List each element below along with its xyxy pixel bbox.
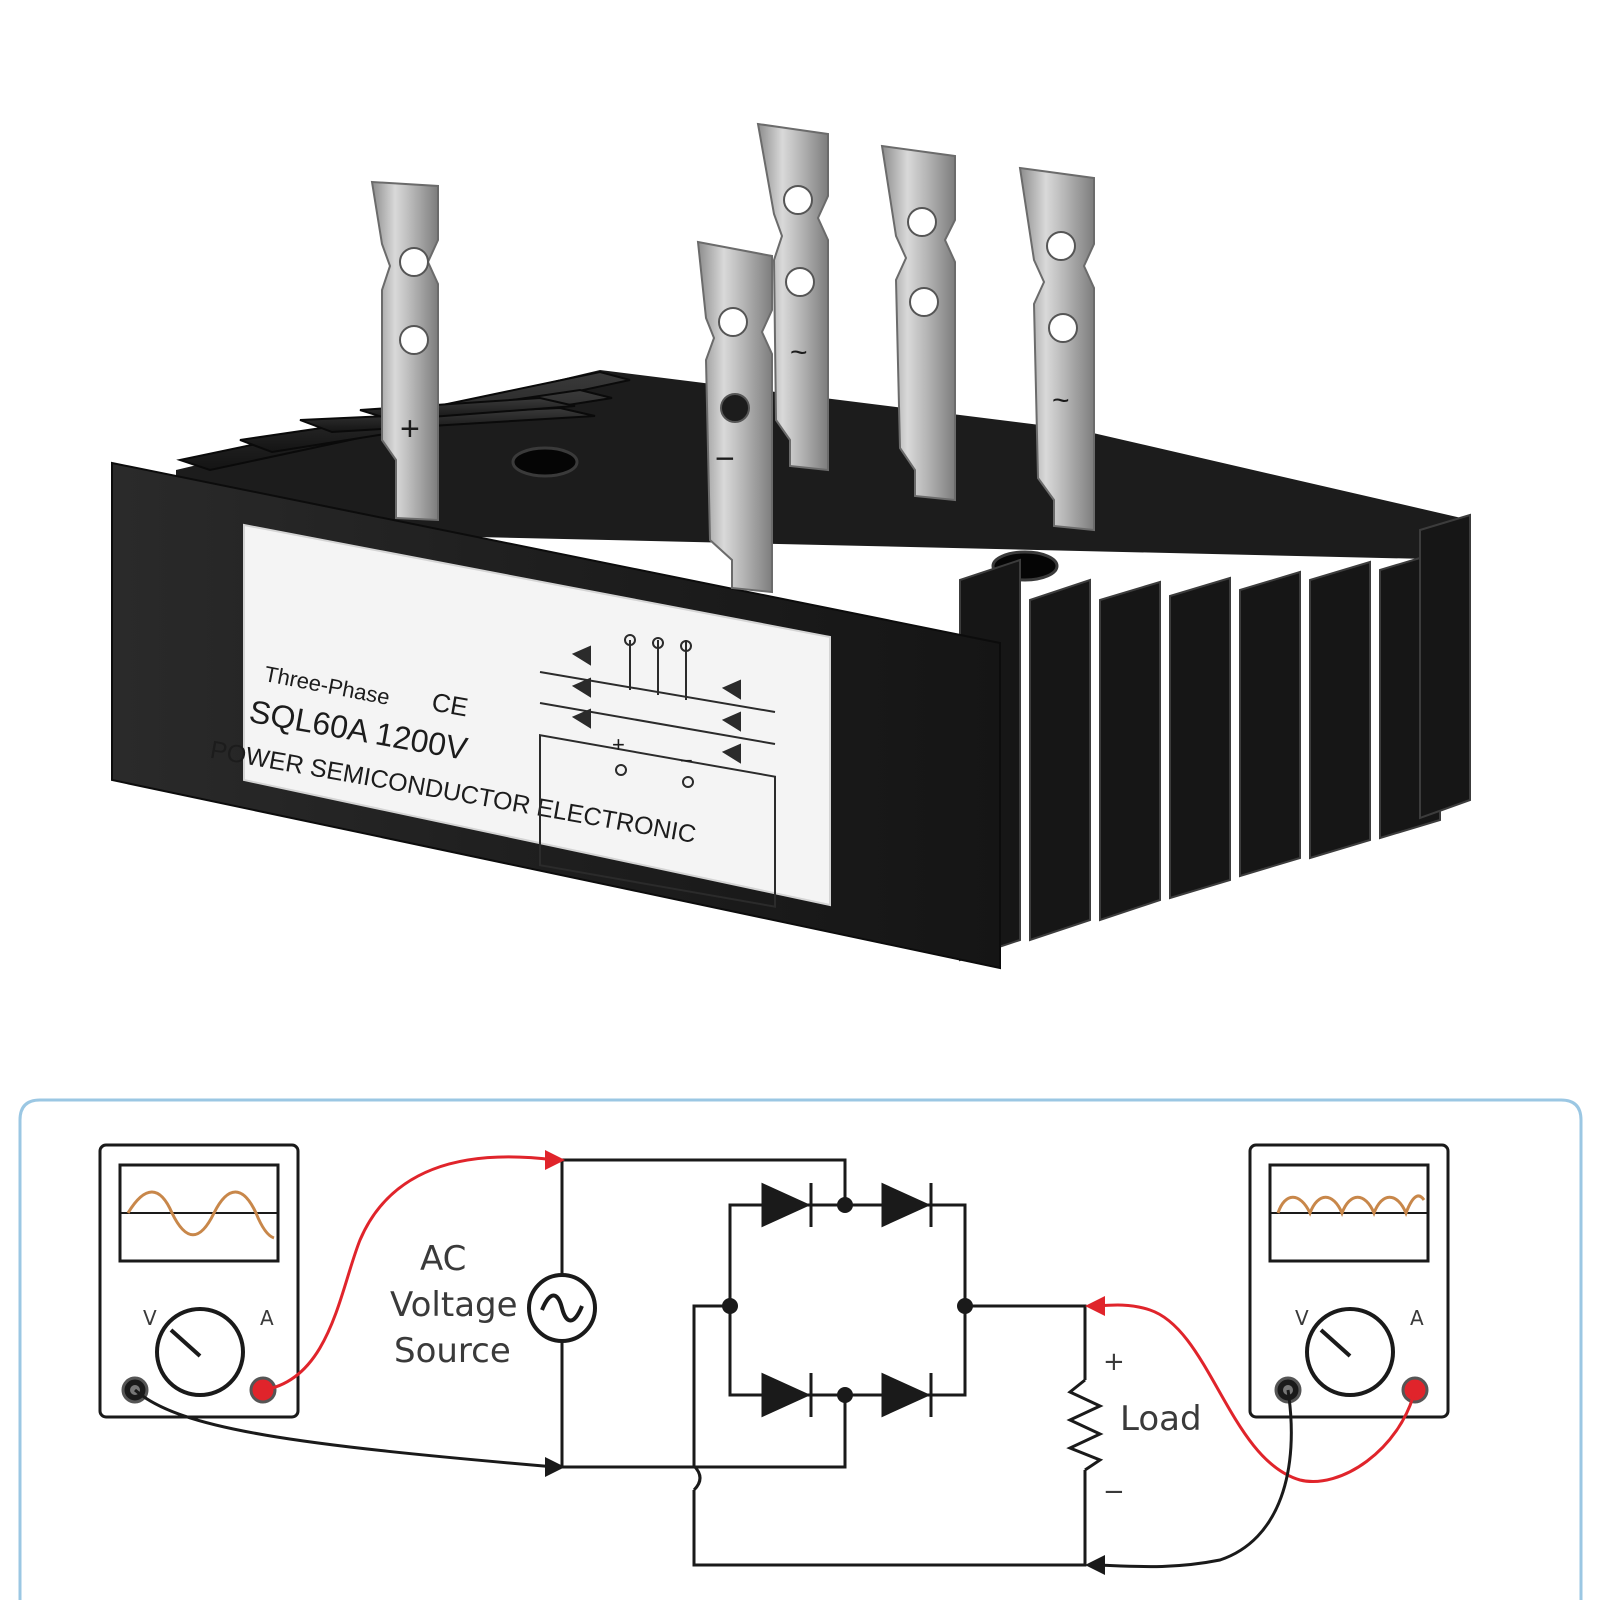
load-resistor bbox=[1066, 1378, 1104, 1472]
probe-left-black bbox=[134, 1388, 556, 1469]
probe-right-black bbox=[1094, 1389, 1293, 1569]
ac-source-label-line2: Voltage bbox=[390, 1285, 518, 1325]
meter-left-needle bbox=[169, 1328, 202, 1358]
meter-left: V A bbox=[98, 1143, 300, 1419]
meter-right-needle bbox=[1319, 1328, 1352, 1358]
meter-left-sine-trace bbox=[126, 1190, 275, 1240]
mount-hole-left bbox=[511, 446, 579, 478]
load-minus: − bbox=[1103, 1477, 1125, 1507]
terminal-ac-1-mark: ~ bbox=[790, 336, 808, 369]
circuit-diagram: V A V A bbox=[18, 1098, 1583, 1600]
terminal-ac-3: ~ bbox=[1018, 166, 1095, 532]
load-plus: + bbox=[1103, 1347, 1125, 1377]
meter-right: V A bbox=[1248, 1143, 1450, 1419]
circuit-wires bbox=[560, 1158, 1087, 1567]
meter-left-dial bbox=[155, 1307, 245, 1397]
ac-source-label-line3: Source bbox=[394, 1331, 511, 1371]
meter-right-a-label: A bbox=[1410, 1306, 1424, 1330]
probe-right-red bbox=[1094, 1303, 1417, 1483]
terminal-minus-mark: − bbox=[715, 440, 735, 478]
meter-right-rectified-trace bbox=[1276, 1194, 1426, 1217]
diode-lower-left bbox=[761, 1372, 811, 1418]
bridge-diodes bbox=[761, 1182, 933, 1418]
diode-upper-left bbox=[761, 1182, 811, 1228]
meter-right-dial bbox=[1305, 1307, 1395, 1397]
ac-source-label-line1: AC bbox=[420, 1239, 466, 1279]
label-schematic-plus: + bbox=[612, 732, 625, 757]
terminal-negative: − bbox=[696, 240, 773, 594]
probe-leads bbox=[134, 1155, 1417, 1569]
meter-left-v-label: V bbox=[143, 1306, 157, 1330]
ac-source-symbol bbox=[527, 1273, 597, 1343]
terminal-ac-3-mark: ~ bbox=[1052, 384, 1070, 417]
label-schematic-minus: − bbox=[680, 748, 693, 773]
meter-left-a-label: A bbox=[260, 1306, 274, 1330]
terminal-ac-1: ~ bbox=[756, 122, 829, 472]
rectifier-module: Three-Phase CE SQL60A 1200V POWER SEMICO… bbox=[111, 122, 1471, 970]
product-label bbox=[243, 523, 831, 907]
diode-upper-right bbox=[881, 1182, 931, 1228]
load-label: Load bbox=[1120, 1399, 1202, 1439]
probe-left-red bbox=[262, 1155, 556, 1392]
diode-lower-right bbox=[881, 1372, 931, 1418]
probe-arrowheads bbox=[545, 1150, 1105, 1575]
terminal-positive: + bbox=[370, 180, 439, 522]
meter-right-v-label: V bbox=[1295, 1306, 1309, 1330]
circuit-junctions bbox=[722, 1197, 973, 1403]
label-ce-mark: CE bbox=[430, 687, 471, 723]
terminal-plus-mark: + bbox=[400, 410, 420, 448]
terminal-ac-2 bbox=[880, 144, 956, 502]
diagram-frame bbox=[18, 1098, 1583, 1600]
heatsink-side-fins bbox=[959, 513, 1471, 962]
label-bridge-schematic bbox=[539, 634, 776, 908]
